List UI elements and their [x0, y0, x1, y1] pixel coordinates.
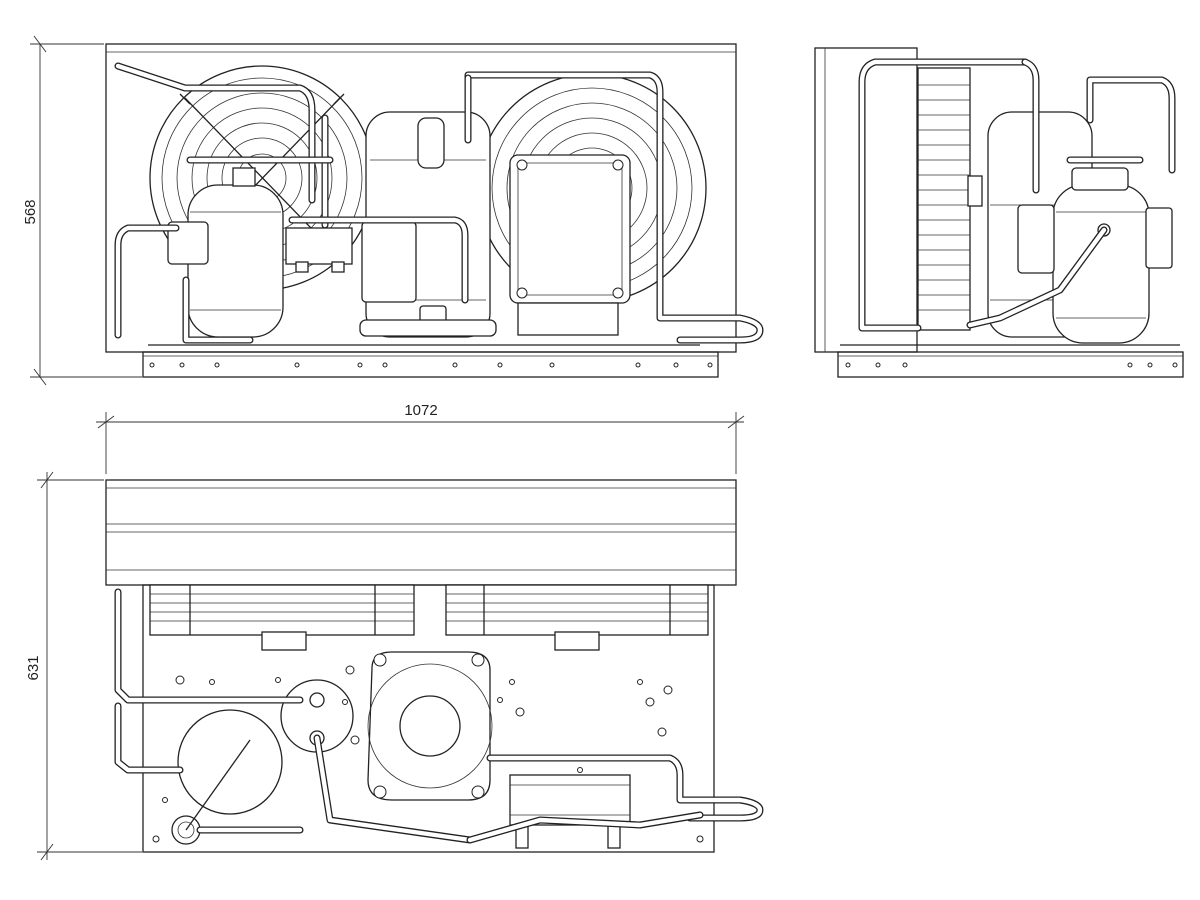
top-fan-grilles	[149, 584, 709, 651]
pressure-switch	[285, 227, 353, 273]
dimension-width: 1072	[96, 402, 745, 474]
top-condenser-coil	[105, 479, 737, 586]
depth-label: 631	[25, 655, 42, 680]
front-view	[105, 43, 764, 378]
top-filter-drier	[171, 709, 283, 845]
top-base-plate	[142, 584, 715, 853]
side-receiver	[1017, 167, 1173, 344]
compressor	[359, 111, 497, 338]
width-label: 1072	[404, 402, 437, 419]
top-pipework	[114, 588, 764, 844]
top-electrical-box	[509, 774, 631, 849]
top-mounting-holes	[152, 665, 704, 843]
dimension-height: 568	[22, 35, 142, 386]
top-compressor	[367, 651, 493, 801]
side-base-frame	[837, 351, 1184, 378]
top-view	[105, 479, 764, 853]
electrical-box	[509, 154, 631, 336]
side-pipework	[840, 58, 1180, 346]
height-label: 568	[22, 199, 39, 224]
dimension-depth: 631	[25, 471, 142, 861]
front-base-frame	[142, 351, 719, 378]
side-housing	[814, 47, 918, 353]
side-fan-coil	[917, 67, 983, 331]
front-pipework	[114, 62, 764, 346]
side-view	[814, 47, 1184, 378]
